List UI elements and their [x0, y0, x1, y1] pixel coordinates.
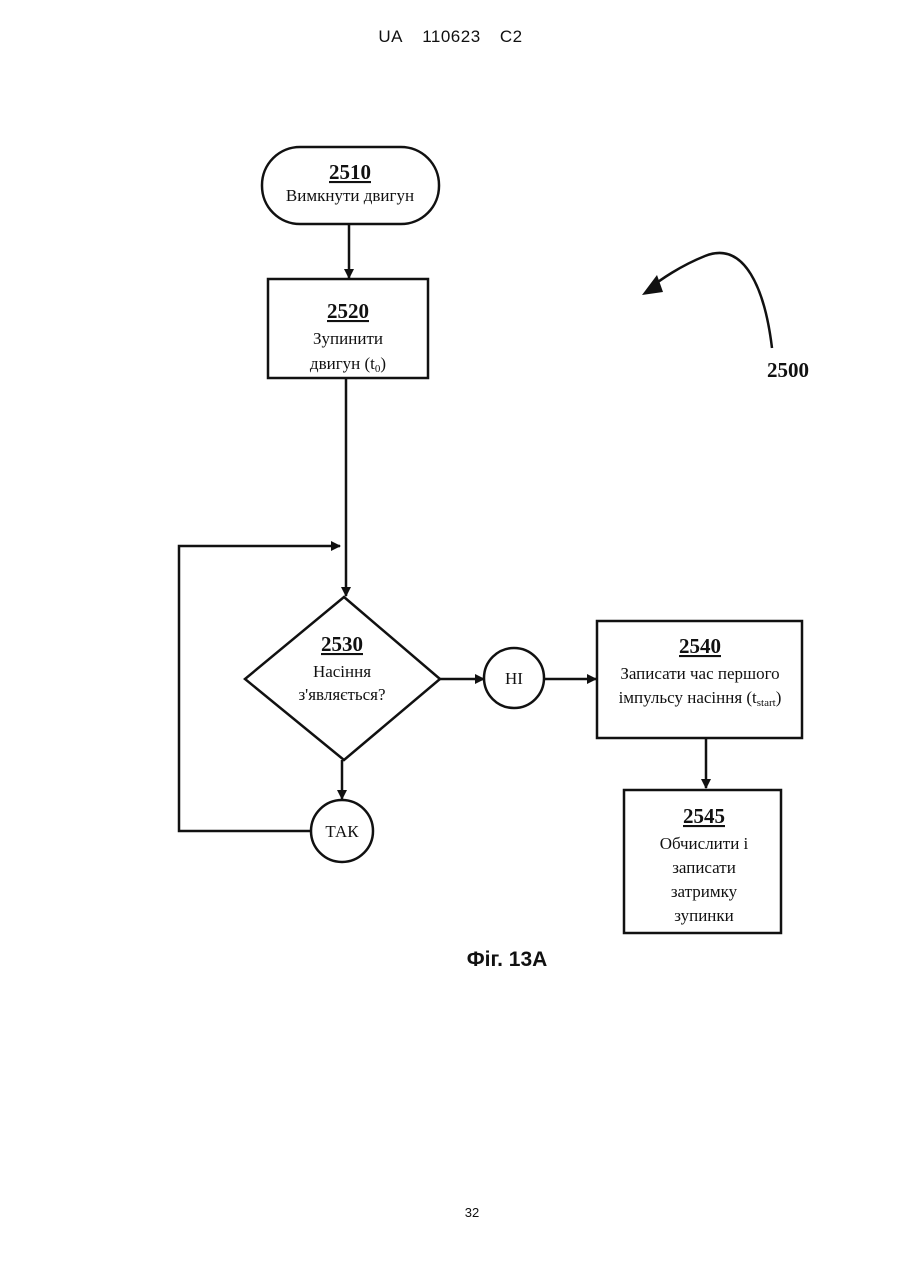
node-2520-line1: Зупинити	[313, 329, 383, 348]
figure-caption: Фіг. 13А	[0, 948, 901, 972]
node-2520-number: 2520	[327, 299, 369, 323]
node-2510-label: Вимкнути двигун	[286, 186, 414, 205]
reference-pointer-arrow	[650, 253, 772, 348]
page-number: 32	[0, 1205, 901, 1220]
node-2540-line1: Записати час першого	[620, 664, 779, 683]
reference-number: 2500	[767, 358, 809, 382]
connector-no-label: НІ	[505, 669, 523, 688]
node-2545-line4: зупинки	[674, 906, 734, 925]
node-2530-line1: Насіння	[313, 662, 371, 681]
connector-yes-label: ТАК	[325, 822, 359, 841]
node-2520-line2: двигун (t0)	[310, 354, 386, 375]
node-2530-line2: з'являється?	[298, 685, 385, 704]
node-2540-number: 2540	[679, 634, 721, 658]
node-2545-line2: записати	[672, 858, 736, 877]
node-2545-line1: Обчислити і	[660, 834, 749, 853]
reference-pointer-arrowhead	[642, 275, 663, 295]
node-2545-number: 2545	[683, 804, 725, 828]
node-2530-number: 2530	[321, 632, 363, 656]
node-2510-number: 2510	[329, 160, 371, 184]
node-2545-line3: затримку	[671, 882, 738, 901]
